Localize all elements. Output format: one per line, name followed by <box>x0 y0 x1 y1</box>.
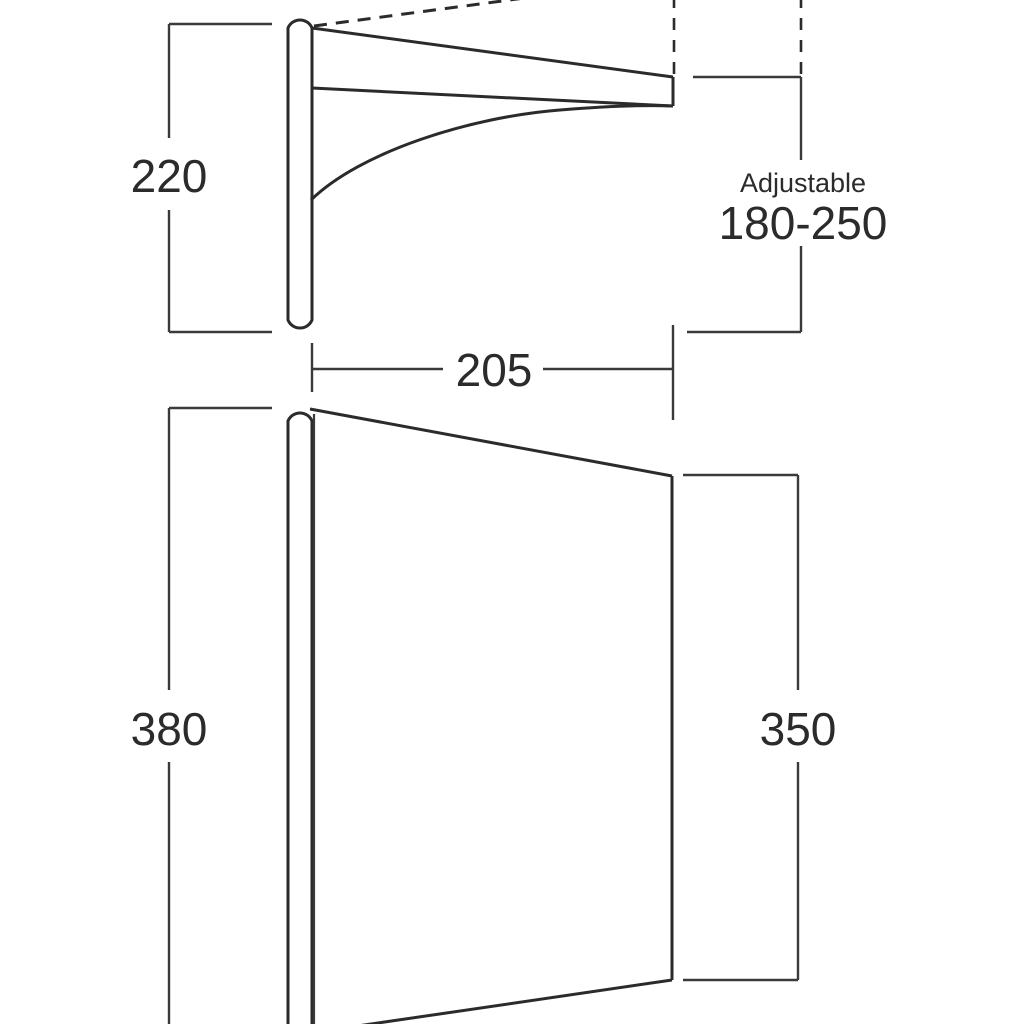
dimension-350-label: 350 <box>760 703 837 755</box>
dimension-205-label: 205 <box>456 344 533 396</box>
dimension-380-label: 380 <box>131 703 208 755</box>
dimension-380: 380 <box>131 406 272 1024</box>
shade-top-edge <box>309 407 673 478</box>
front-elevation-view: 380 350 <box>131 406 837 1024</box>
dimension-adjustable-caption: Adjustable <box>740 168 866 198</box>
shade-bottom-edge <box>360 978 673 1024</box>
dimension-adjustable: Adjustable 180-250 <box>687 75 888 334</box>
bracket-arm-top-edge <box>311 26 674 79</box>
dimension-220-label: 220 <box>131 150 208 202</box>
dimension-205: 205 <box>310 325 675 420</box>
bracket-arm-bottom-edge <box>311 86 674 108</box>
wall-plate-bar <box>286 18 314 330</box>
front-wall-plate-bar <box>286 411 314 1024</box>
dimension-220: 220 <box>131 22 272 334</box>
hidden-extension-line <box>313 0 521 28</box>
side-elevation-view: 220 Adjustable 180-250 205 <box>131 0 888 420</box>
dimension-adjustable-label: 180-250 <box>719 197 888 249</box>
curved-support-arm <box>309 104 674 202</box>
dimension-350: 350 <box>683 473 837 982</box>
